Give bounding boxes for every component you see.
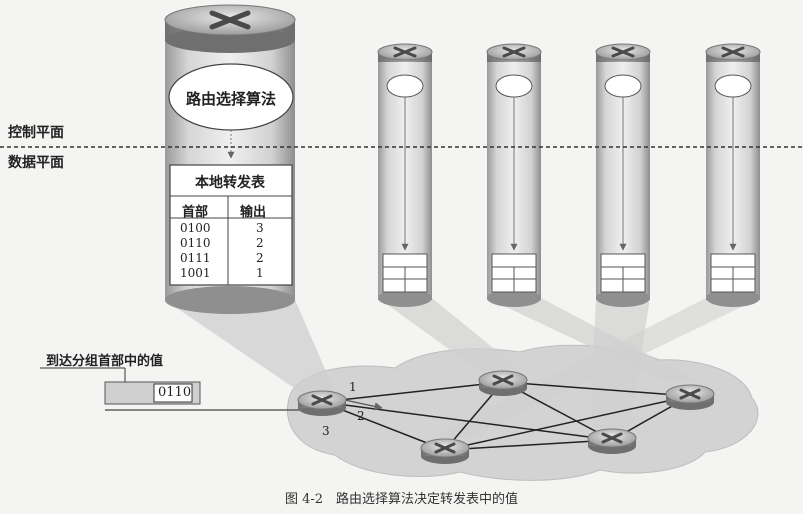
- figure-caption: 图 4-2 路由选择算法决定转发表中的值: [0, 488, 803, 507]
- data-plane-label: 数据平面: [8, 152, 64, 172]
- table-cell: 1001: [180, 266, 211, 280]
- table-cell: 0110: [180, 236, 211, 250]
- routing-algorithm-label: 路由选择算法: [170, 88, 292, 109]
- port-label-1: 1: [349, 380, 357, 394]
- table-cell: 2: [256, 251, 264, 265]
- network-router-1: [298, 391, 346, 416]
- router-cylinder-3: [487, 44, 541, 307]
- table-header-prefix: 首部: [182, 201, 208, 220]
- router-cylinder-4: [596, 44, 650, 307]
- router-cylinder-5: [706, 44, 760, 307]
- forwarding-table-title: 本地转发表: [170, 172, 290, 192]
- table-cell: 0111: [180, 251, 211, 265]
- projection-beam-main: [165, 300, 335, 392]
- router-cylinder-2: [378, 44, 432, 307]
- port-label-3: 3: [322, 424, 330, 438]
- network-router-3: [666, 385, 714, 410]
- table-cell: 3: [256, 221, 264, 235]
- control-plane-label: 控制平面: [8, 122, 64, 142]
- packet-arrival-label: 到达分组首部中的值: [46, 350, 163, 369]
- port-label-2: 2: [357, 409, 365, 423]
- table-cell: 2: [256, 236, 264, 250]
- packet-header-value: 0110: [158, 385, 191, 400]
- network-router-2: [479, 371, 527, 396]
- table-cell: 0100: [180, 221, 211, 235]
- table-header-output: 输出: [240, 201, 266, 220]
- network-router-5: [421, 439, 469, 464]
- network-router-4: [588, 429, 636, 454]
- table-cell: 1: [256, 266, 264, 280]
